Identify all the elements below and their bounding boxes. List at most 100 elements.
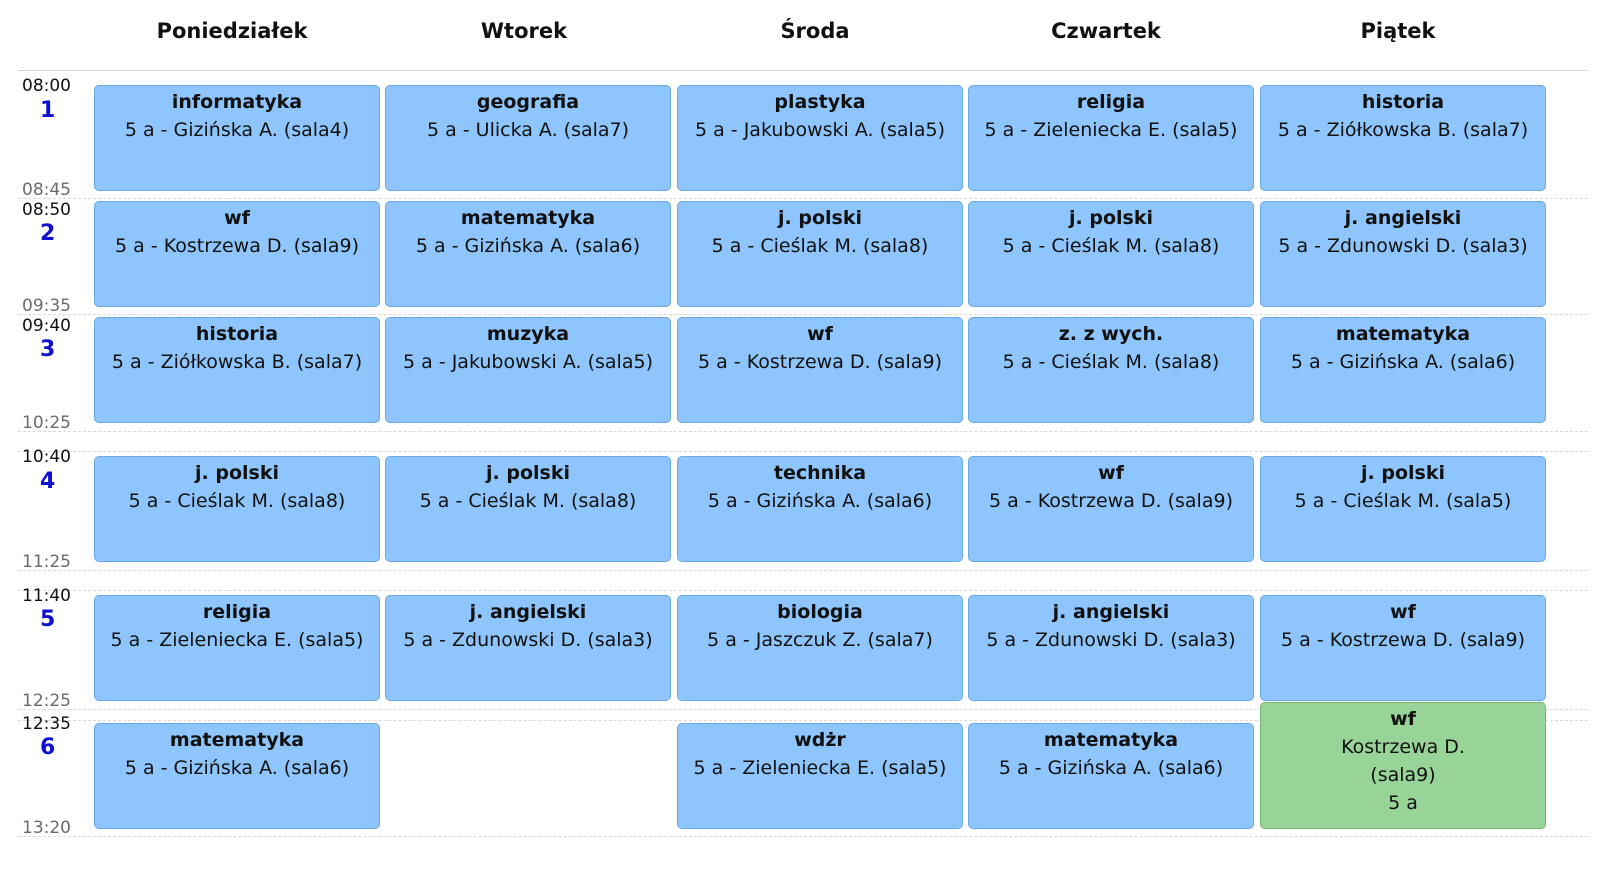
- lesson-cell[interactable]: matematyka 5 a - Gizińska A. (sala6): [94, 723, 380, 829]
- lesson-details: 5 a - Jakubowski A. (sala5): [695, 119, 945, 141]
- lesson-cell[interactable]: j. polski 5 a - Cieślak M. (sala8): [677, 201, 963, 307]
- lesson-details: 5 a - Kostrzewa D. (sala9): [1281, 629, 1525, 651]
- lesson-subject: j. angielski: [469, 601, 587, 623]
- period-6-end: 13:20: [22, 818, 71, 838]
- period-2-number: 2: [40, 221, 56, 246]
- lesson-details: 5 a - Kostrzewa D. (sala9): [698, 351, 942, 373]
- lesson-room: (sala9): [1370, 764, 1436, 786]
- period-5-start: 11:40: [22, 586, 71, 606]
- lesson-class: 5 a: [1388, 792, 1418, 814]
- lesson-subject: j. polski: [1069, 207, 1153, 229]
- lesson-cell[interactable]: wf 5 a - Kostrzewa D. (sala9): [94, 201, 380, 307]
- period-4-end: 11:25: [22, 552, 71, 572]
- lesson-cell[interactable]: wf 5 a - Kostrzewa D. (sala9): [1260, 595, 1546, 701]
- lesson-cell[interactable]: technika 5 a - Gizińska A. (sala6): [677, 456, 963, 562]
- period-3-end: 10:25: [22, 413, 71, 433]
- lesson-cell[interactable]: j. polski 5 a - Cieślak M. (sala8): [385, 456, 671, 562]
- lesson-subject: matematyka: [1043, 729, 1179, 751]
- lesson-cell[interactable]: j. polski 5 a - Cieślak M. (sala5): [1260, 456, 1546, 562]
- lesson-subject: z. z wych.: [1058, 323, 1164, 345]
- lesson-subject: wf: [1390, 601, 1416, 623]
- lesson-details: 5 a - Gizińska A. (sala6): [1290, 351, 1516, 373]
- day-header-monday: Poniedziałek: [156, 19, 308, 43]
- period-6-number: 6: [40, 735, 56, 760]
- lesson-details: 5 a - Gizińska A. (sala6): [998, 757, 1224, 779]
- lesson-subject: j. polski: [1361, 462, 1445, 484]
- lesson-subject: wdżr: [794, 729, 846, 751]
- lesson-subject: wf: [224, 207, 250, 229]
- lesson-details: 5 a - Kostrzewa D. (sala9): [989, 490, 1233, 512]
- lesson-subject: wf: [1098, 462, 1124, 484]
- lesson-details: 5 a - Zieleniecka E. (sala5): [110, 629, 364, 651]
- day-header-thursday: Czwartek: [1051, 19, 1161, 43]
- lesson-subject: wf: [807, 323, 833, 345]
- lesson-cell[interactable]: plastyka 5 a - Jakubowski A. (sala5): [677, 85, 963, 191]
- lesson-cell[interactable]: matematyka 5 a - Gizińska A. (sala6): [1260, 317, 1546, 423]
- period-6-start: 12:35: [22, 714, 71, 734]
- lesson-details: 5 a - Jaszczuk Z. (sala7): [707, 629, 933, 651]
- period-4-number: 4: [40, 469, 56, 494]
- period-separator: [18, 720, 1588, 721]
- period-separator: [18, 314, 1588, 315]
- lesson-cell[interactable]: muzyka 5 a - Jakubowski A. (sala5): [385, 317, 671, 423]
- substitution-lesson-cell[interactable]: wf Kostrzewa D. (sala9) 5 a: [1260, 702, 1546, 829]
- lesson-subject: j. polski: [195, 462, 279, 484]
- lesson-details: 5 a - Gizińska A. (sala4): [124, 119, 350, 141]
- lesson-cell[interactable]: biologia 5 a - Jaszczuk Z. (sala7): [677, 595, 963, 701]
- lesson-cell[interactable]: geografia 5 a - Ulicka A. (sala7): [385, 85, 671, 191]
- lesson-details: 5 a - Cieślak M. (sala8): [1002, 351, 1220, 373]
- lesson-details: 5 a - Zdunowski D. (sala3): [986, 629, 1236, 651]
- lesson-cell[interactable]: j. polski 5 a - Cieślak M. (sala8): [94, 456, 380, 562]
- lesson-cell[interactable]: religia 5 a - Zieleniecka E. (sala5): [94, 595, 380, 701]
- lesson-subject: historia: [195, 323, 279, 345]
- lesson-cell[interactable]: j. angielski 5 a - Zdunowski D. (sala3): [968, 595, 1254, 701]
- lesson-subject: j. polski: [778, 207, 862, 229]
- lesson-details: 5 a - Gizińska A. (sala6): [124, 757, 350, 779]
- period-1-number: 1: [40, 98, 56, 123]
- period-separator: [18, 590, 1588, 591]
- period-separator: [18, 198, 1588, 199]
- lesson-subject: technika: [773, 462, 867, 484]
- lesson-details: 5 a - Ulicka A. (sala7): [426, 119, 630, 141]
- lesson-subject: informatyka: [171, 91, 303, 113]
- day-header-friday: Piątek: [1360, 19, 1436, 43]
- lesson-details: 5 a - Cieślak M. (sala8): [419, 490, 637, 512]
- lesson-details: 5 a - Cieślak M. (sala5): [1294, 490, 1512, 512]
- lesson-cell[interactable]: wdżr 5 a - Zieleniecka E. (sala5): [677, 723, 963, 829]
- lesson-subject: wf: [1390, 708, 1416, 730]
- lesson-cell[interactable]: matematyka 5 a - Gizińska A. (sala6): [968, 723, 1254, 829]
- period-3-start: 09:40: [22, 316, 71, 336]
- lesson-details: 5 a - Cieślak M. (sala8): [128, 490, 346, 512]
- period-separator: [18, 451, 1588, 452]
- period-separator: [18, 570, 1588, 571]
- lesson-subject: religia: [202, 601, 272, 623]
- lesson-subject: matematyka: [460, 207, 596, 229]
- lesson-subject: muzyka: [486, 323, 570, 345]
- period-2-start: 08:50: [22, 200, 71, 220]
- lesson-cell[interactable]: religia 5 a - Zieleniecka E. (sala5): [968, 85, 1254, 191]
- lesson-cell[interactable]: j. polski 5 a - Cieślak M. (sala8): [968, 201, 1254, 307]
- lesson-cell[interactable]: z. z wych. 5 a - Cieślak M. (sala8): [968, 317, 1254, 423]
- lesson-subject: plastyka: [774, 91, 866, 113]
- lesson-cell[interactable]: j. angielski 5 a - Zdunowski D. (sala3): [385, 595, 671, 701]
- period-5-number: 5: [40, 607, 56, 632]
- lesson-cell[interactable]: historia 5 a - Ziółkowska B. (sala7): [1260, 85, 1546, 191]
- lesson-cell[interactable]: wf 5 a - Kostrzewa D. (sala9): [968, 456, 1254, 562]
- lesson-subject: matematyka: [169, 729, 305, 751]
- lesson-cell[interactable]: wf 5 a - Kostrzewa D. (sala9): [677, 317, 963, 423]
- lesson-cell[interactable]: informatyka 5 a - Gizińska A. (sala4): [94, 85, 380, 191]
- lesson-details: 5 a - Zieleniecka E. (sala5): [984, 119, 1238, 141]
- lesson-cell[interactable]: j. angielski 5 a - Zdunowski D. (sala3): [1260, 201, 1546, 307]
- lesson-subject: j. polski: [486, 462, 570, 484]
- lesson-subject: j. angielski: [1052, 601, 1170, 623]
- lesson-details: 5 a - Ziółkowska B. (sala7): [111, 351, 363, 373]
- lesson-subject: geografia: [476, 91, 580, 113]
- lesson-cell[interactable]: historia 5 a - Ziółkowska B. (sala7): [94, 317, 380, 423]
- lesson-details: 5 a - Gizińska A. (sala6): [707, 490, 933, 512]
- lesson-details: 5 a - Jakubowski A. (sala5): [403, 351, 653, 373]
- period-1-start: 08:00: [22, 76, 71, 96]
- lesson-cell[interactable]: matematyka 5 a - Gizińska A. (sala6): [385, 201, 671, 307]
- lesson-details: 5 a - Zdunowski D. (sala3): [1278, 235, 1528, 257]
- lesson-details: 5 a - Ziółkowska B. (sala7): [1277, 119, 1529, 141]
- lesson-details: 5 a - Cieślak M. (sala8): [711, 235, 929, 257]
